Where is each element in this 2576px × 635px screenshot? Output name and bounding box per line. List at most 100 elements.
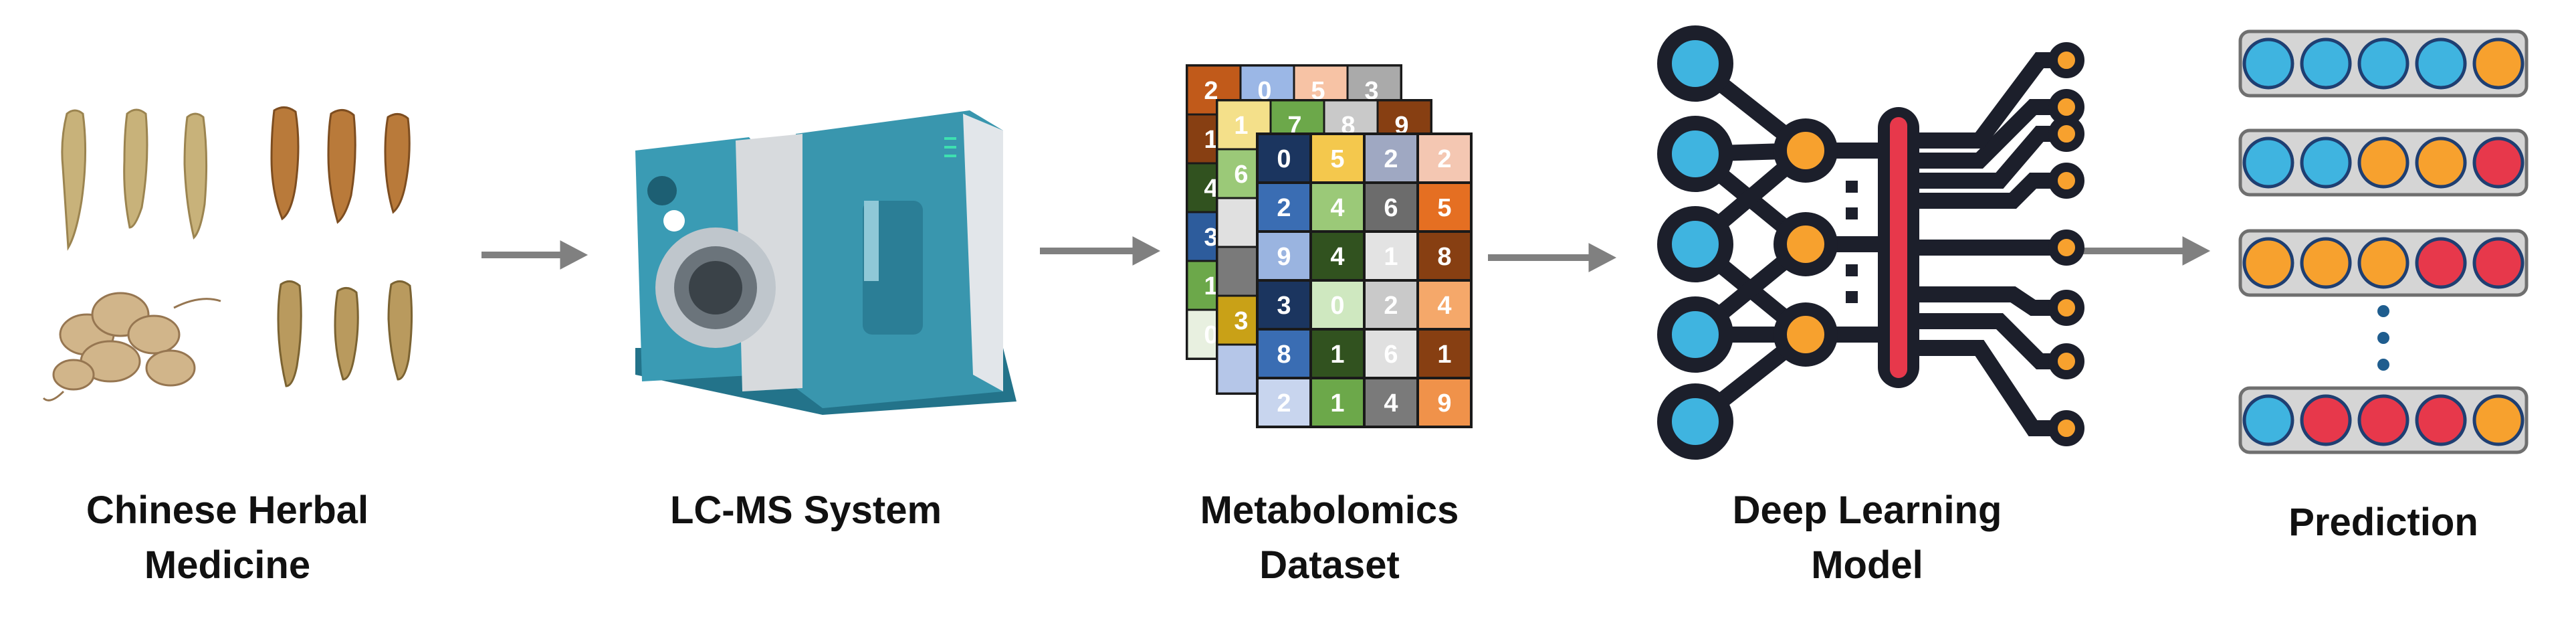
prediction-class-dot xyxy=(2357,37,2409,90)
prediction-class-dot xyxy=(2242,37,2294,90)
input-node xyxy=(1657,25,1733,102)
dataset-cell-value: 6 xyxy=(1384,194,1398,222)
caption-metabolomics-dataset: Metabolomics Dataset xyxy=(1142,483,1517,593)
prediction-class-dot xyxy=(2357,137,2409,189)
arrow-model-to-prediction xyxy=(2080,236,2211,266)
output-node xyxy=(2048,42,2084,78)
dataset-mid-cell-value: 1 xyxy=(1234,112,1248,140)
caption-lcms-system: LC-MS System xyxy=(619,483,993,538)
output-node xyxy=(2048,343,2084,379)
lcms-indicator-1 xyxy=(944,137,956,140)
herb-root-dry xyxy=(277,280,413,387)
dataset-back-cell-value: 4 xyxy=(1204,175,1218,203)
herb-root-cluster xyxy=(42,292,221,401)
hidden-node xyxy=(1774,212,1838,276)
input-node xyxy=(1657,296,1733,373)
dataset-cell-value: 8 xyxy=(1277,341,1291,369)
dataset-cell-value: 2 xyxy=(1384,292,1398,320)
prediction-class-dot xyxy=(2242,237,2294,289)
dataset-cell xyxy=(1416,279,1473,331)
dataset-cell-value: 0 xyxy=(1330,292,1344,320)
hidden-node xyxy=(1774,118,1838,183)
output-node xyxy=(2048,163,2084,199)
caption-prediction: Prediction xyxy=(2196,495,2571,550)
prediction-class-dot xyxy=(2472,394,2525,446)
herb-root-pale xyxy=(61,108,208,251)
caption-model-line-1: Deep Learning xyxy=(1732,488,2002,532)
flow-arrows xyxy=(481,236,2211,272)
lcms-indicator-2 xyxy=(944,146,956,149)
dataset-cell xyxy=(1363,230,1419,282)
prediction-class-dot xyxy=(2415,237,2467,289)
dataset-cell xyxy=(1363,181,1419,233)
arrow-herbal-to-lcms xyxy=(481,240,588,270)
caption-herbal-medicine: Chinese Herbal Medicine xyxy=(40,483,415,593)
network-hidden-nodes xyxy=(1774,118,1838,367)
dataset-back-cell-value: 1 xyxy=(1204,272,1218,300)
lcms-knob-top xyxy=(647,176,677,205)
dataset-cell-value: 4 xyxy=(1384,389,1398,418)
prediction-class-dot xyxy=(2472,137,2525,189)
dataset-back-cell-value: 0 xyxy=(1204,321,1218,349)
dataset-cell-value: 2 xyxy=(1277,389,1291,418)
dataset-cell-value: 0 xyxy=(1277,145,1291,173)
dataset-cell-value: 5 xyxy=(1437,194,1451,222)
prediction-class-dot xyxy=(2472,237,2525,289)
prediction-class-dot xyxy=(2415,37,2467,90)
prediction-class-dot xyxy=(2300,137,2352,189)
network-input-nodes xyxy=(1657,25,1733,460)
prediction-row xyxy=(2238,29,2529,98)
caption-dataset-line-2: Dataset xyxy=(1259,543,1400,587)
hidden-node xyxy=(1774,302,1838,367)
prediction-class-dot xyxy=(2300,37,2352,90)
caption-dataset-line-1: Metabolomics xyxy=(1200,488,1459,532)
prediction-class-dot xyxy=(2300,237,2352,289)
output-node xyxy=(2048,410,2084,446)
dataset-cell-value: 1 xyxy=(1437,341,1451,369)
dataset-back-cell-value: 5 xyxy=(1311,77,1325,105)
prediction-row xyxy=(2238,128,2529,197)
network-output-nodes xyxy=(2048,42,2084,446)
dataset-back-cell-value: 0 xyxy=(1257,77,1271,105)
dataset-cell xyxy=(1416,377,1473,428)
lcms-right-panel xyxy=(963,114,1003,391)
lcms-machine-illustration xyxy=(635,110,1016,415)
dataset-cell-value: 6 xyxy=(1384,341,1398,369)
output-node xyxy=(2048,116,2084,152)
lcms-knob-mid xyxy=(663,210,685,232)
lcms-handle xyxy=(864,201,879,281)
output-node xyxy=(2048,290,2084,326)
dataset-cell-value: 1 xyxy=(1330,341,1344,369)
dataset-cell xyxy=(1416,181,1473,233)
caption-prediction-line-1: Prediction xyxy=(2288,501,2478,544)
caption-herbal-line-2: Medicine xyxy=(144,543,311,587)
dataset-cell-value: 3 xyxy=(1277,292,1291,320)
dataset-cell-value: 1 xyxy=(1384,243,1398,271)
dataset-cell-value: 9 xyxy=(1277,243,1291,271)
input-node xyxy=(1657,206,1733,282)
caption-lcms-line-1: LC-MS System xyxy=(669,488,942,532)
herb-root-orange xyxy=(270,106,411,224)
arrow-dataset-to-model xyxy=(1488,243,1617,272)
dataset-back-cell-value: 3 xyxy=(1204,223,1218,252)
dataset-mid-cell-value: 3 xyxy=(1234,307,1248,335)
dataset-cell xyxy=(1363,279,1419,331)
dataset-cell-value: 4 xyxy=(1330,243,1344,271)
lcms-ion-source-inner xyxy=(689,261,742,314)
arrow-lcms-to-dataset xyxy=(1040,236,1161,266)
dataset-cell xyxy=(1309,377,1366,428)
dataset-cell-value: 9 xyxy=(1437,389,1451,418)
prediction-class-dot xyxy=(2415,137,2467,189)
dataset-mid-cell-value: 6 xyxy=(1234,161,1248,189)
dataset-cell-value: 2 xyxy=(1277,194,1291,222)
prediction-class-dot xyxy=(2357,394,2409,446)
dataset-cell xyxy=(1309,132,1366,184)
input-node xyxy=(1657,116,1733,192)
prediction-class-dot xyxy=(2300,394,2352,446)
prediction-row xyxy=(2238,229,2529,297)
deep-learning-model-illustration xyxy=(1657,25,2084,460)
caption-deep-learning-model: Deep Learning Model xyxy=(1680,483,2054,593)
